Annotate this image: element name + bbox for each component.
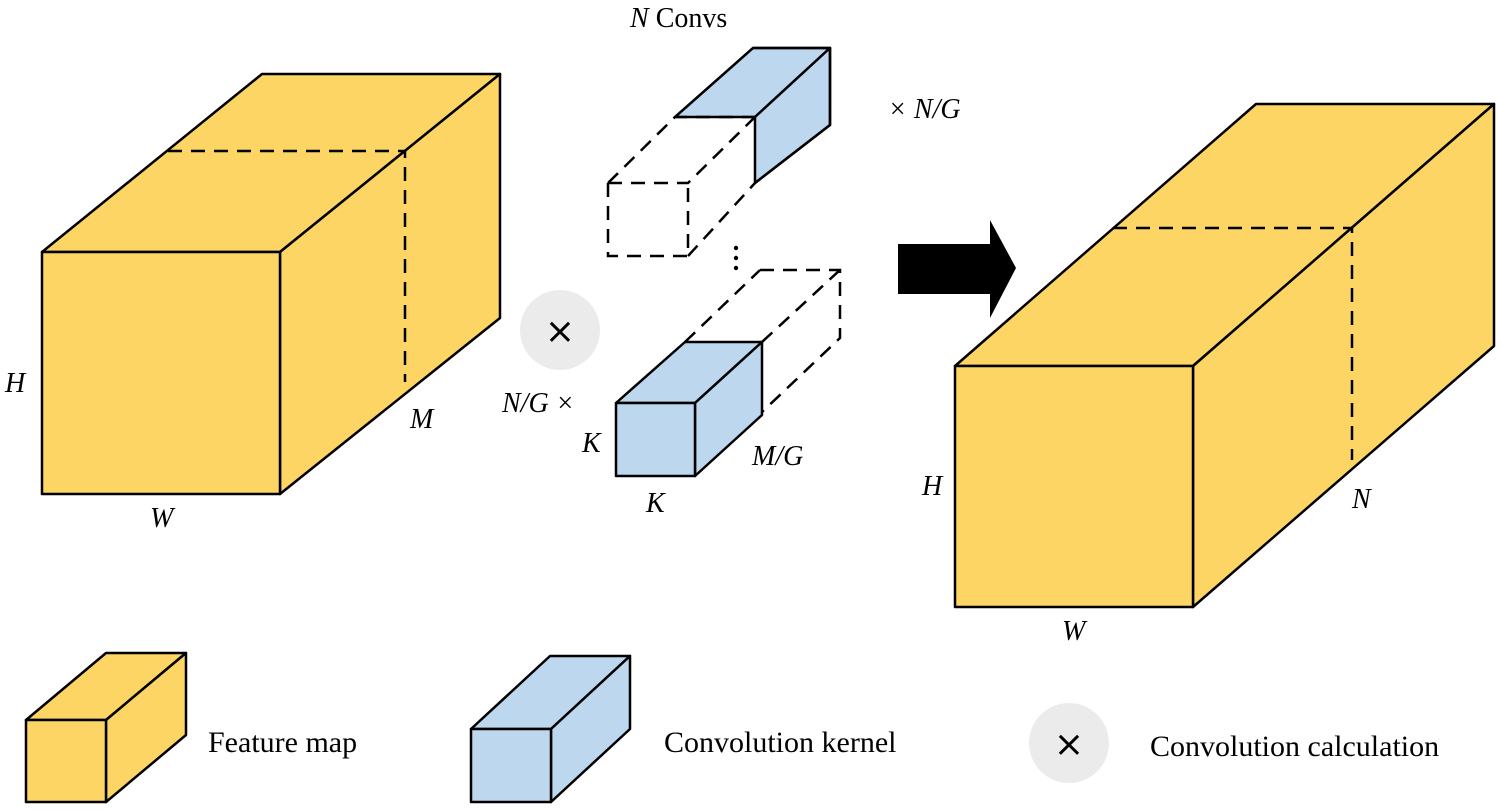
kernels-title-text: Convs	[649, 3, 728, 34]
top-kernel-outline	[674, 46, 832, 184]
output-width-label: W	[1062, 616, 1088, 647]
input-map-front-face	[40, 250, 282, 496]
kernels-title-var: N	[629, 3, 650, 34]
input-map-slice-dashed	[168, 149, 407, 382]
kernel-width-label: K	[645, 488, 666, 519]
input-width-label: W	[150, 503, 176, 534]
kernels-title: N Convs	[629, 3, 727, 34]
legend: Feature map Convolution kernel × Convolu…	[24, 651, 1439, 804]
legend-kernel-swatch	[469, 654, 632, 804]
output-map-slice-dashed	[1113, 226, 1354, 460]
kernel-height-label: K	[581, 428, 602, 459]
input-height-label: H	[4, 368, 27, 399]
output-feature-map	[953, 102, 1496, 609]
svg-text:×: ×	[1054, 724, 1084, 765]
output-map-front-face	[953, 364, 1195, 609]
bottom-kernel-dashed	[684, 268, 842, 413]
kernels-bottom-count: N/G ×	[501, 388, 575, 419]
convolution-operator: ×	[520, 290, 600, 370]
convolution-operator-symbol: ×	[545, 311, 575, 352]
convolution-operator-circle	[520, 290, 600, 370]
legend-kernel-label: Convolution kernel	[664, 726, 896, 759]
kernels-ellipsis	[733, 245, 739, 271]
top-kernel	[673, 46, 832, 185]
input-feature-map	[40, 72, 502, 496]
legend-feature-map-label: Feature map	[208, 726, 357, 759]
kernels-top-count: × N/G	[888, 94, 961, 125]
input-depth-label: M	[409, 404, 435, 435]
legend-calculation-label: Convolution calculation	[1150, 730, 1439, 763]
kernel-depth-label: M/G	[751, 441, 803, 472]
result-arrow-icon	[898, 220, 1016, 318]
top-kernel-dashed	[606, 115, 756, 258]
output-height-label: H	[921, 471, 944, 502]
legend-calculation-swatch: ×	[1029, 703, 1109, 783]
legend-feature-map-swatch	[24, 651, 188, 804]
bottom-kernel-front-face	[614, 401, 697, 478]
bottom-kernel	[614, 340, 764, 478]
output-depth-label: N	[1351, 484, 1372, 515]
